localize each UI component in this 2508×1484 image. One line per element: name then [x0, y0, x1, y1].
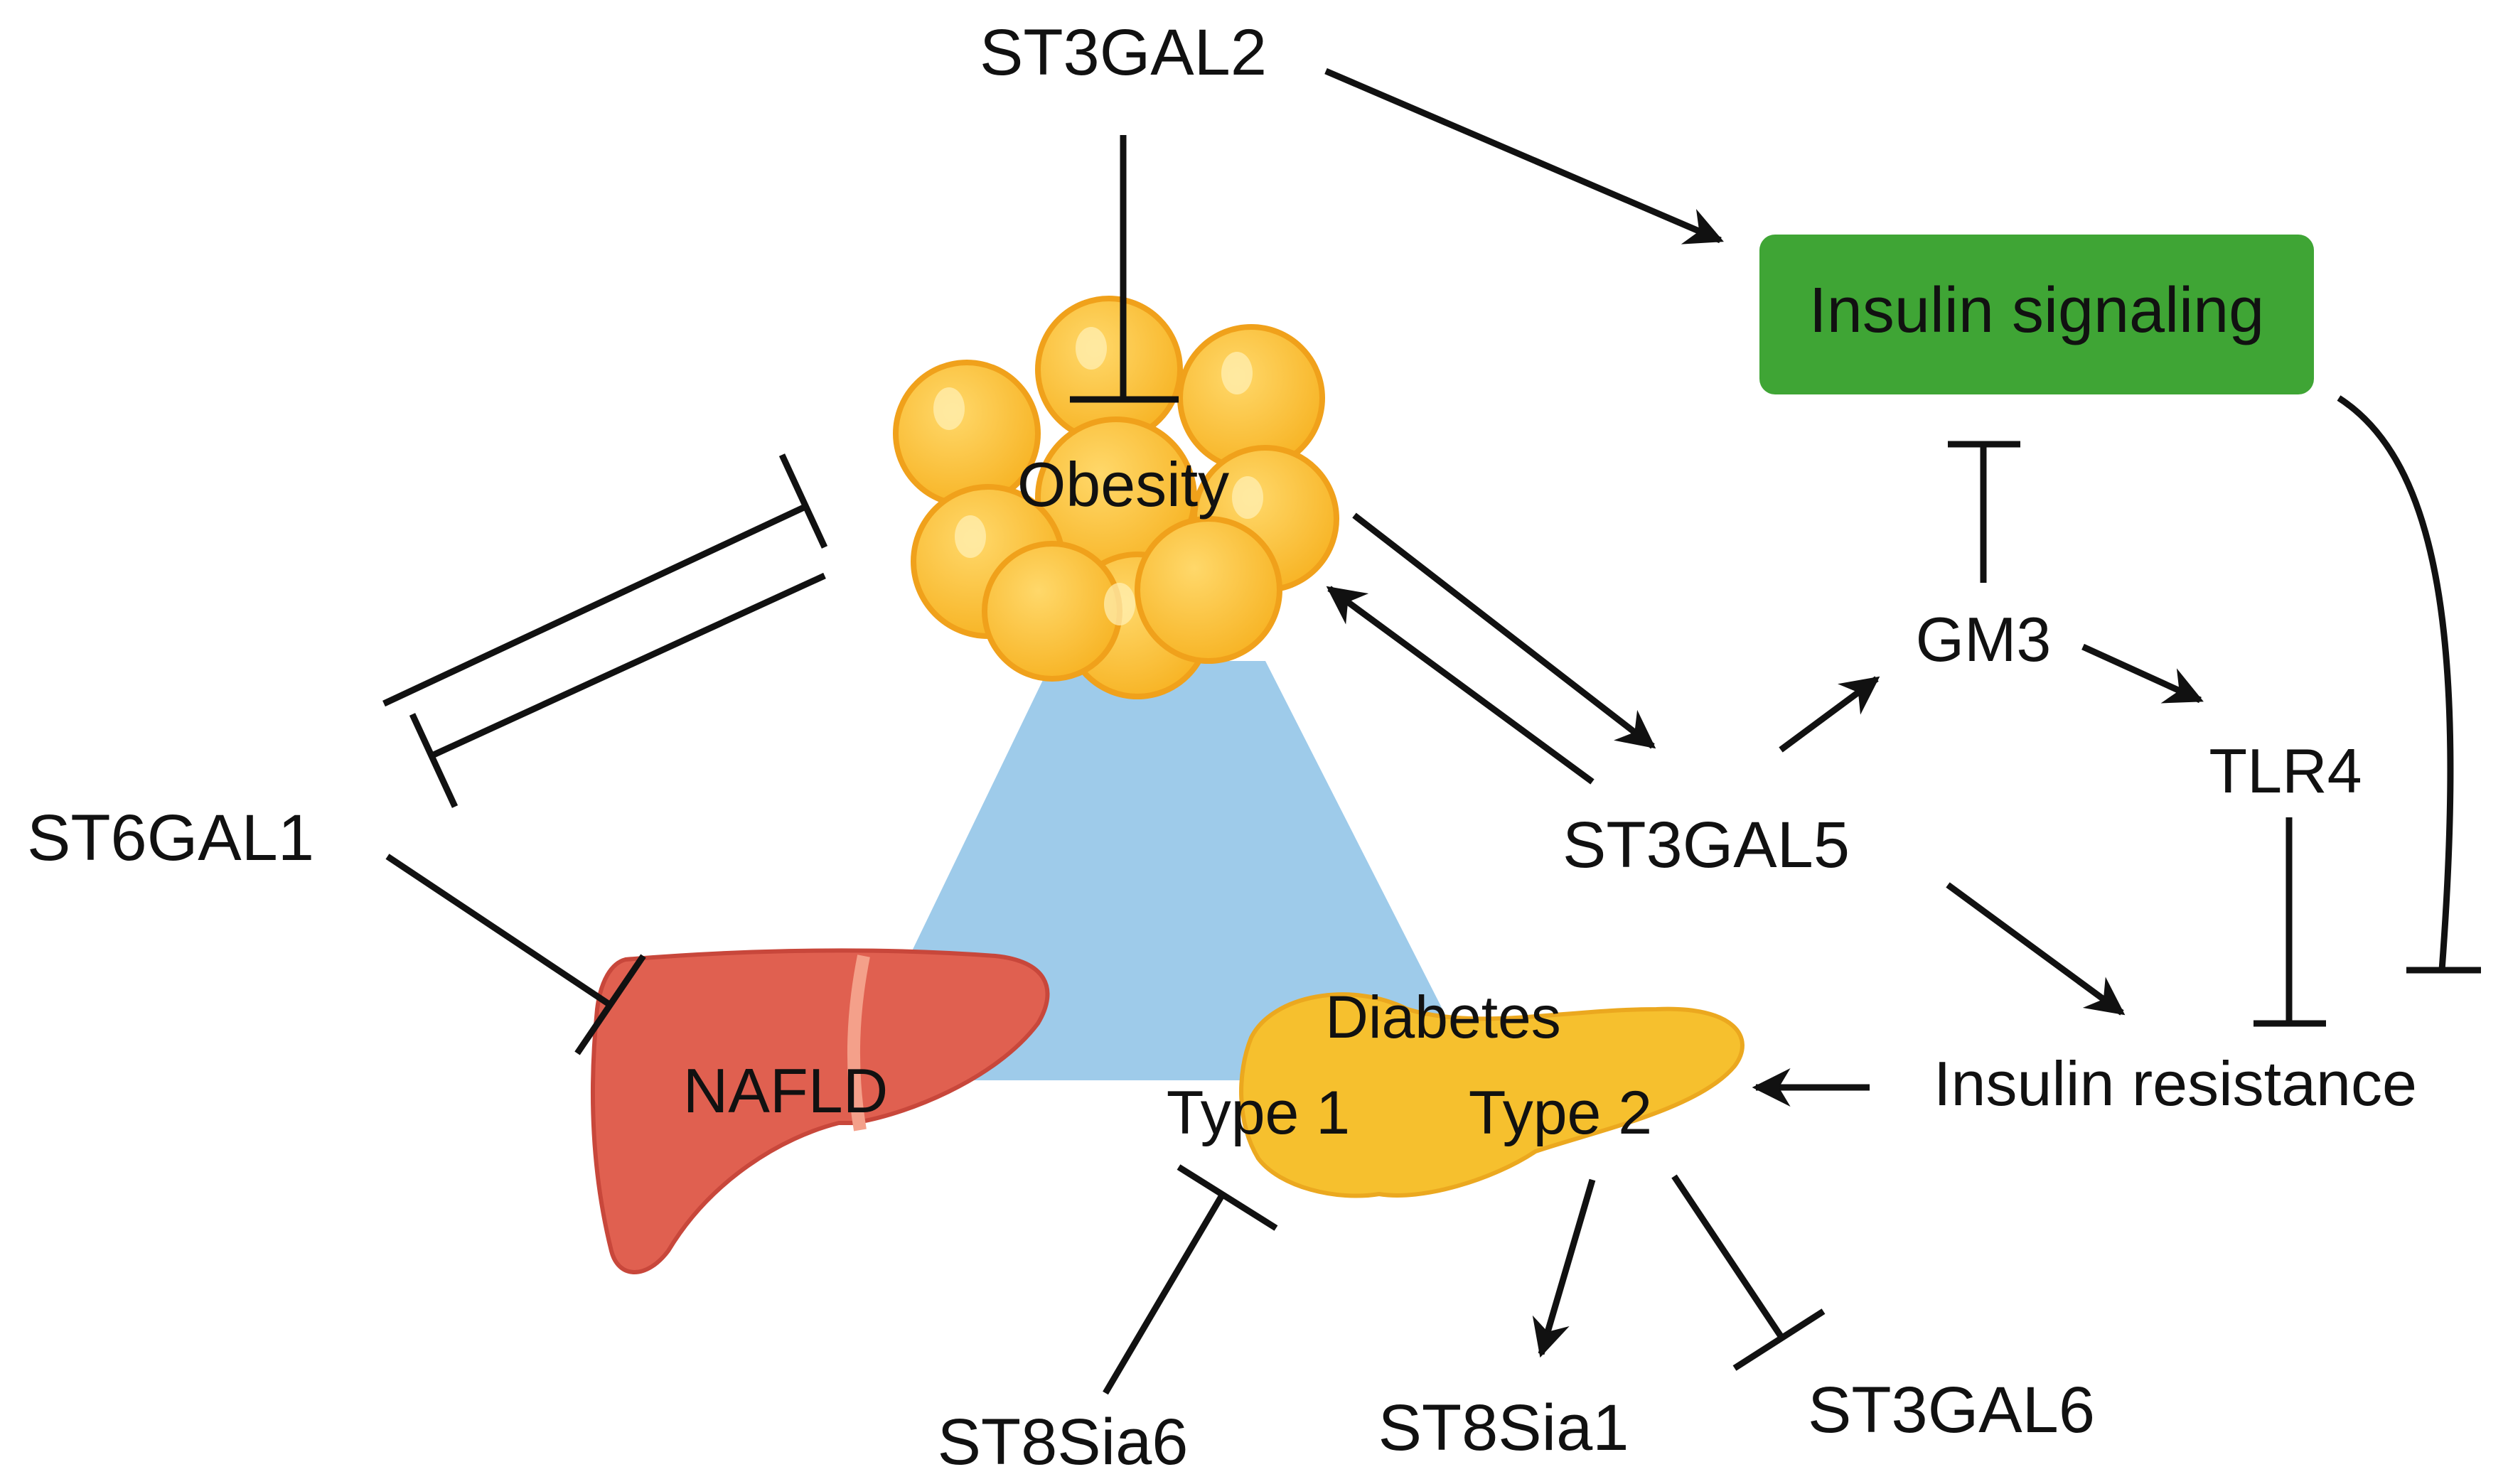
label-type1: Type 1	[1167, 1079, 1350, 1147]
liver-icon	[591, 948, 1050, 1274]
label-st6gal1: ST6GAL1	[27, 802, 314, 874]
label-st8sia6: ST8Sia6	[938, 1406, 1189, 1478]
obesity-fat-cells-icon	[893, 296, 1339, 699]
arrow-st3gal5-ir	[1946, 882, 2126, 1016]
arrow-gm3-tlr4	[2081, 643, 2204, 704]
arrow-st3gal5-gm3	[1779, 676, 1880, 753]
label-st8sia1: ST8Sia1	[1378, 1392, 1629, 1464]
inhibit-st6gal1-obesity	[382, 502, 808, 707]
label-tlr4: TLR4	[2209, 736, 2362, 806]
obesity-cell-highlights	[933, 327, 1263, 625]
label-st3gal2: ST3GAL2	[980, 16, 1267, 89]
arrow-type2-st8sia1	[1532, 1178, 1596, 1358]
arrow-obesity-st3gal5	[1352, 512, 1656, 749]
label-insulin-signaling: Insulin signaling	[1809, 275, 2264, 346]
inhibit-insulin-ir-curve	[2337, 395, 2454, 971]
inhibit-st8sia6-type1	[1103, 1192, 1226, 1395]
inhibit-st6gal1-nafld	[385, 854, 613, 1009]
label-obesity: Obesity	[1017, 449, 1229, 520]
arrow-st3gal5-obesity	[1326, 586, 1595, 785]
insulin-signaling-box	[1759, 235, 2314, 394]
label-gm3: GM3	[1916, 604, 2052, 674]
pancreas-icon	[1239, 992, 1745, 1198]
inhibit-obesity-st6gal1	[432, 572, 826, 758]
arrow-st3gal2-insulin	[1324, 68, 1724, 244]
label-diabetes: Diabetes	[1325, 984, 1561, 1050]
label-insulin-resistance: Insulin resistance	[1934, 1048, 2417, 1119]
label-st3gal6: ST3GAL6	[1808, 1374, 2095, 1446]
connectors	[382, 68, 2481, 1395]
label-st3gal5: ST3GAL5	[1563, 809, 1850, 881]
inhibit-type2-st3gal6	[1671, 1174, 1784, 1338]
label-nafld: NAFLD	[683, 1055, 889, 1126]
label-type2: Type 2	[1469, 1079, 1652, 1147]
